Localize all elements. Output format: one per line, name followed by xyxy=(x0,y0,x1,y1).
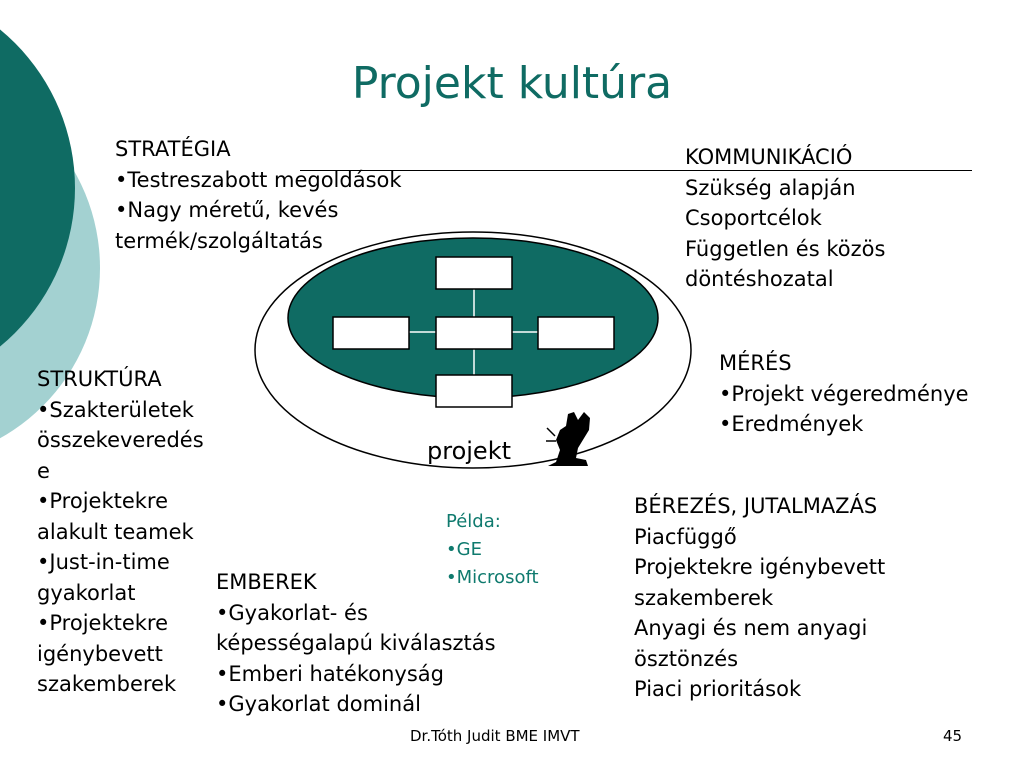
berezes-item: Piaci prioritások xyxy=(634,677,802,701)
berezes-item: Piacfüggő xyxy=(634,524,737,549)
hand-cursor-icon xyxy=(546,412,590,466)
divider-line xyxy=(300,170,972,171)
kommunikacio-item: Független és közös xyxy=(685,236,886,261)
struktura-item: szakemberek xyxy=(37,672,177,696)
struktura-heading: STRUKTÚRA xyxy=(37,367,162,391)
page-title: Projekt kultúra xyxy=(351,58,673,109)
meres-heading: MÉRÉS xyxy=(719,351,792,375)
kommunikacio-item: döntéshozatal xyxy=(685,267,834,291)
kommunikacio-item: Szükség alapján xyxy=(685,175,856,200)
berezes-item: Projektekre igénybevett xyxy=(634,555,886,579)
pelda-item: •GE xyxy=(446,539,482,560)
struktura-item: alakult teamek xyxy=(37,519,194,544)
pelda-block: Példa: •GE •Microsoft xyxy=(446,508,539,592)
emberek-item: képességalapú kiválasztás xyxy=(216,631,496,655)
struktura-item: •Szakterületek xyxy=(37,397,194,422)
footer-author: Dr.Tóth Judit BME IMVT xyxy=(410,727,580,745)
dark-teal-circle xyxy=(0,29,75,347)
meres-item: •Eredmények xyxy=(719,412,864,436)
kommunikacio-heading: KOMMUNIKÁCIÓ xyxy=(685,145,853,169)
struktura-item: •Projektekre xyxy=(37,489,169,513)
struktura-item: •Just-in-time xyxy=(37,550,170,574)
org-box-top xyxy=(435,256,513,290)
org-box-right xyxy=(537,316,615,350)
meres-block: MÉRÉS •Projekt végeredménye •Eredmények xyxy=(719,348,969,440)
struktura-item: igénybevett xyxy=(37,641,163,666)
projekt-label: projekt xyxy=(427,437,511,465)
berezes-item: Anyagi és nem anyagi xyxy=(634,616,868,640)
kommunikacio-item: Csoportcélok xyxy=(685,206,822,230)
berezes-heading: BÉREZÉS, JUTALMAZÁS xyxy=(634,494,878,518)
org-box-left xyxy=(332,316,410,350)
org-chart-connectors xyxy=(409,289,538,375)
strategia-item: termék/szolgáltatás xyxy=(115,228,323,253)
emberek-heading: EMBEREK xyxy=(216,570,317,594)
struktura-item: e xyxy=(37,458,50,483)
struktura-item: gyakorlat xyxy=(37,580,136,605)
struktura-item: •Projektekre xyxy=(37,611,169,635)
strategia-heading: STRATÉGIA xyxy=(115,137,231,161)
kommunikacio-block: KOMMUNIKÁCIÓ Szükség alapján Csoportcélo… xyxy=(685,142,885,295)
struktura-block: STRUKTÚRA •Szakterületek összekeveredés … xyxy=(37,364,204,700)
pelda-heading: Példa: xyxy=(446,511,501,532)
org-box-bottom xyxy=(435,374,513,408)
struktura-item: összekeveredés xyxy=(37,428,204,452)
berezes-item: ösztönzés xyxy=(634,646,739,671)
footer-page-number: 45 xyxy=(943,727,963,745)
berezes-item: szakemberek xyxy=(634,585,774,610)
meres-item: •Projekt végeredménye xyxy=(719,381,969,406)
strategia-item: •Nagy méretű, kevés xyxy=(115,198,339,222)
strategia-item: •Testreszabott megoldások xyxy=(115,167,402,192)
org-box-center xyxy=(435,316,513,350)
strategia-block: STRATÉGIA •Testreszabott megoldások •Nag… xyxy=(115,134,402,256)
emberek-item: •Gyakorlat dominál xyxy=(216,692,421,716)
emberek-block: EMBEREK •Gyakorlat- és képességalapú kiv… xyxy=(216,567,496,720)
emberek-item: •Gyakorlat- és xyxy=(216,600,368,625)
emberek-item: •Emberi hatékonyság xyxy=(216,661,444,686)
pelda-item: •Microsoft xyxy=(446,567,539,588)
berezes-block: BÉREZÉS, JUTALMAZÁS Piacfüggő Projektekr… xyxy=(634,491,885,705)
